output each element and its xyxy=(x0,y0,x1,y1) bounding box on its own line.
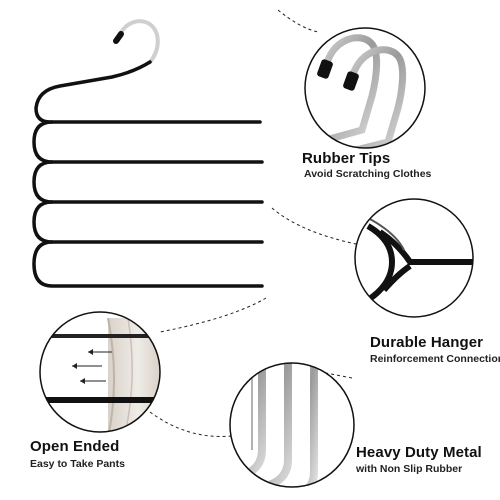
feature-title-rubber-tips: Rubber Tips xyxy=(302,150,391,167)
metal-bend-closeup-icon xyxy=(229,362,355,488)
feature-title-durable-hanger: Durable Hanger xyxy=(370,334,484,351)
hanger-bar-3 xyxy=(32,200,264,244)
feature-subtitle-rubber-tips: Avoid Scratching Clothes xyxy=(304,168,432,180)
feature-title-heavy-duty-metal: Heavy Duty Metal xyxy=(356,444,482,461)
feature-subtitle-heavy-duty-metal: with Non Slip Rubber xyxy=(356,463,463,475)
hanger-bar-4 xyxy=(32,240,264,288)
open-end-closeup-icon xyxy=(39,311,161,433)
hanger-bar-1 xyxy=(32,120,264,164)
hanger-bar-2 xyxy=(32,160,264,204)
hook-rubber-tip xyxy=(113,31,124,44)
rubber-tips-closeup-icon xyxy=(304,27,426,149)
hanger-main xyxy=(32,19,264,288)
hanger-arm xyxy=(34,60,262,124)
feature-subtitle-durable-hanger: Reinforcement Connection xyxy=(370,353,500,365)
feature-title-open-ended: Open Ended xyxy=(30,438,120,455)
hook-chrome xyxy=(116,19,160,64)
feature-subtitle-open-ended: Easy to Take Pants xyxy=(30,458,125,470)
joint-closeup-icon xyxy=(354,198,474,318)
